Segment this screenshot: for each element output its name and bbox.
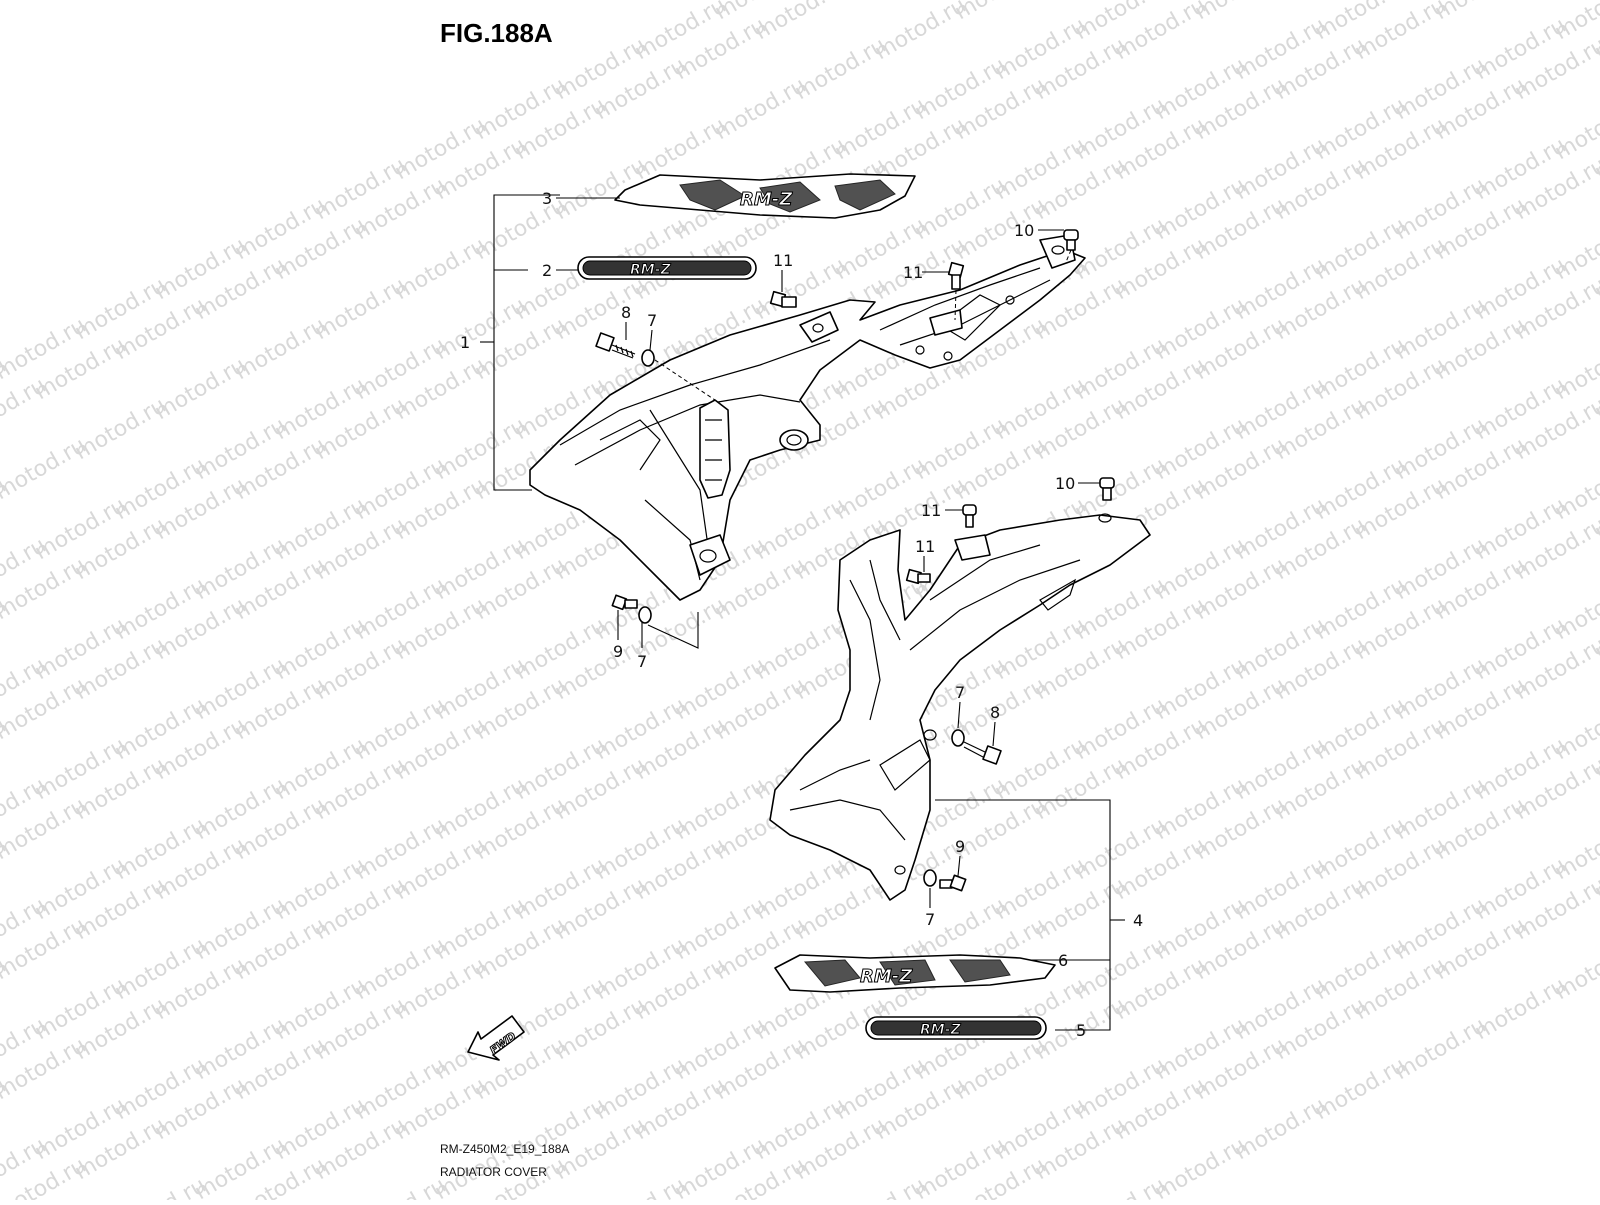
watermark-text: motod.ru (831, 0, 931, 5)
watermark-text: motod.ru (1551, 333, 1600, 405)
callout-7-upper-lower: 7 (637, 652, 647, 671)
callout-3: 3 (542, 189, 552, 208)
callout-9-upper: 9 (613, 642, 623, 661)
callout-9-lower: 9 (955, 837, 965, 856)
bolt-11-upper-right (949, 263, 964, 289)
watermark-text: motod.ru (1431, 0, 1531, 25)
decal-graphic-upper: RM-Z (615, 174, 915, 218)
decal-graphic-lower: RM-Z (775, 955, 1055, 992)
washer-7-upper (642, 350, 654, 366)
callout-4: 4 (1133, 911, 1143, 930)
fwd-arrow-icon: FWD (468, 1016, 524, 1060)
emblem-upper: RM-Z (578, 257, 756, 279)
callout-10-upper: 10 (1014, 221, 1034, 240)
figure-title: FIG.188A (440, 18, 553, 48)
callout-7-lower-bottom: 7 (925, 910, 935, 929)
washer-7-lower-mid (952, 730, 964, 746)
callout-1: 1 (460, 333, 470, 352)
watermark-text: motod.ru (751, 0, 851, 45)
bolt-11-lower-top (963, 505, 976, 527)
bolt-8-lower (964, 742, 1001, 764)
callout-7-upper: 7 (647, 311, 657, 330)
washer-7-upper-lower (639, 607, 651, 623)
callout-7-lower-mid: 7 (955, 683, 965, 702)
watermark-text: motod.ru (951, 0, 1051, 25)
watermark-text: motod.ru (1551, 453, 1600, 525)
figure-caption: RADIATOR COVER (440, 1165, 547, 1179)
watermark-text: motod.ru (1551, 693, 1600, 765)
callout-5: 5 (1076, 1021, 1086, 1040)
callout-11-lower-mid: 11 (915, 537, 935, 556)
emblem-upper-text: RM-Z (630, 262, 672, 278)
decal-graphic-lower-text: RM-Z (860, 966, 913, 987)
emblem-lower-text: RM-Z (920, 1022, 962, 1038)
callout-6: 6 (1058, 951, 1068, 970)
callout-10-lower: 10 (1055, 474, 1075, 493)
callout-11-upper-left: 11 (773, 251, 793, 270)
bolt-8-upper (596, 333, 635, 358)
watermark-text: motod.ru (1551, 93, 1600, 165)
watermark-text: motod.ru (1551, 573, 1600, 645)
callout-8-upper: 8 (621, 303, 631, 322)
callout-11-upper-right: 11 (903, 263, 923, 282)
watermark-text: motod.ru (1191, 0, 1291, 25)
watermark-text: motod.ru (1551, 813, 1600, 885)
watermark-text: motod.ru (1551, 213, 1600, 285)
bolt-9-lower (940, 875, 966, 890)
watermark-text: motod.ru (1551, 933, 1600, 1005)
washer-7-lower-bottom (924, 870, 936, 886)
bolt-9-upper (612, 595, 637, 609)
callout-8-lower: 8 (990, 703, 1000, 722)
callout-2: 2 (542, 261, 552, 280)
decal-graphic-upper-text: RM-Z (740, 189, 793, 210)
figure-code: RM-Z450M2_E19_188A (440, 1142, 569, 1156)
emblem-lower: RM-Z (866, 1017, 1046, 1039)
callout-11-lower-top: 11 (921, 501, 941, 520)
bolt-11-lower-mid (907, 570, 930, 584)
